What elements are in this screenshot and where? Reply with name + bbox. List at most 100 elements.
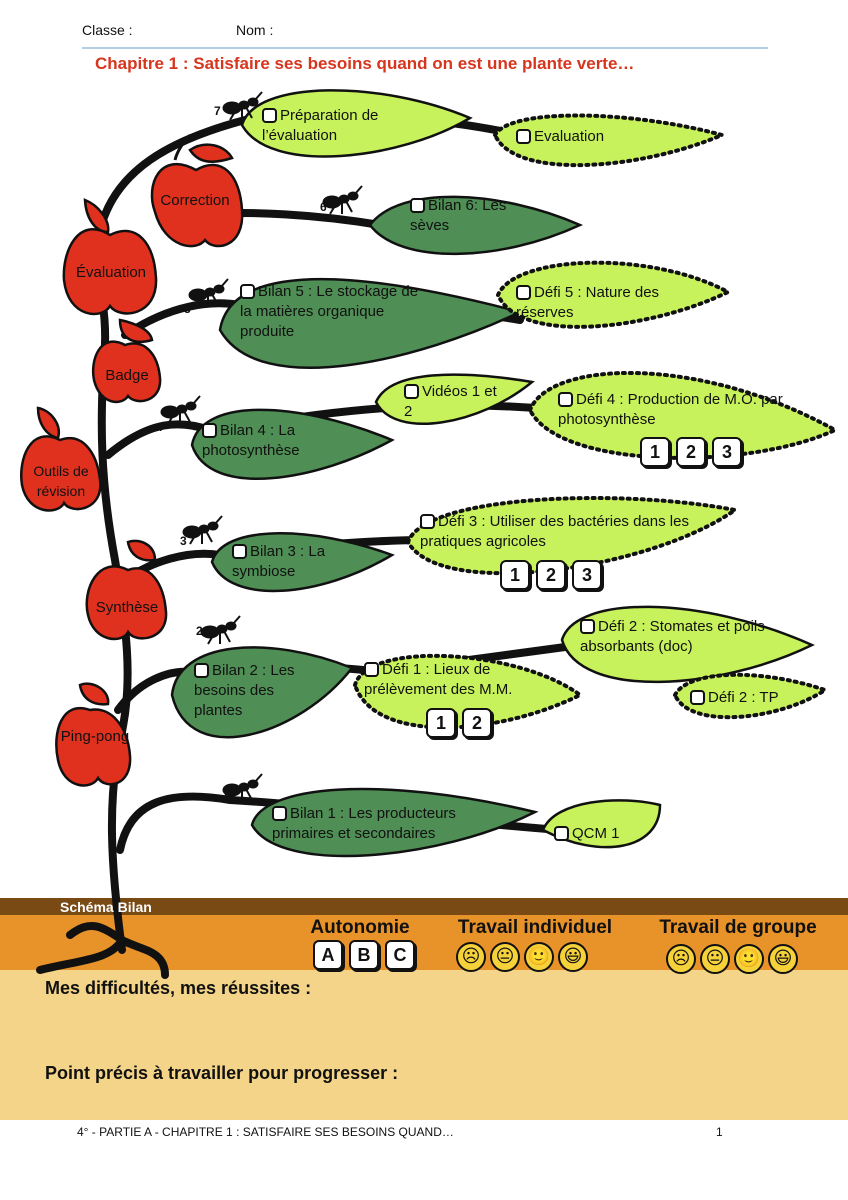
leaf-defi5: [495, 260, 733, 329]
checkbox-bilan5[interactable]: [240, 284, 255, 299]
page-title: Chapitre 1 : Satisfaire ses besoins quan…: [95, 54, 635, 73]
checkbox-videos[interactable]: [404, 384, 419, 399]
checkbox-defi5[interactable]: [516, 285, 531, 300]
leaf-label-defi5[interactable]: Défi 5 : Nature des réserves: [516, 284, 660, 321]
autonomie-c[interactable]: C: [385, 940, 415, 970]
checkbox-defi1[interactable]: [364, 662, 379, 677]
sad-face-icon[interactable]: ☹: [666, 944, 696, 974]
leaf-label-prep-eval[interactable]: Préparation de l’évaluation: [262, 107, 379, 144]
groupe-smileys: ☹😐🙂😃: [666, 944, 802, 974]
leaf-defi1: [352, 653, 584, 730]
leaf-defi2tp: [672, 672, 830, 720]
schema-bilan-label: Schéma Bilan: [60, 899, 152, 915]
apple-evaluation: [62, 198, 158, 316]
leaf-label-bilan3[interactable]: Bilan 3 : La symbiose: [232, 543, 326, 580]
leaf-bilan3: [210, 532, 395, 593]
checkbox-defi2[interactable]: [580, 619, 595, 634]
checkbox-bilan6[interactable]: [410, 198, 425, 213]
leaf-defi4: [527, 370, 840, 460]
ant-6: [322, 185, 363, 215]
root-left: [36, 936, 126, 974]
leaf-prep-eval: [240, 89, 473, 158]
defi1-level-1[interactable]: 1: [426, 708, 456, 738]
ant-4: [160, 395, 201, 425]
defi3-level-2[interactable]: 2: [536, 560, 566, 590]
leaf-label-bilan5[interactable]: Bilan 5 : Le stockage de la matières org…: [240, 283, 419, 340]
leaf-label-defi4[interactable]: Défi 4 : Production de M.O. par photosyn…: [558, 391, 783, 428]
leaf-label-defi2tp[interactable]: Défi 2 : TP: [690, 688, 800, 708]
leaf-defi2: [560, 605, 815, 684]
leaf-bilan1: [250, 787, 539, 858]
defi4-level-2[interactable]: 2: [676, 437, 706, 467]
apple-synthese: [85, 539, 168, 641]
leaf-label-evaluation[interactable]: Evaluation: [516, 127, 656, 147]
sad-face-icon[interactable]: ☹: [456, 942, 486, 972]
point-label: Point précis à travailler pour progresse…: [45, 1063, 399, 1083]
neutral-face-icon[interactable]: 😐: [700, 944, 730, 974]
checkbox-qcm1[interactable]: [554, 826, 569, 841]
autonomie-title: Autonomie: [310, 917, 410, 938]
defi1-level-2[interactable]: 2: [462, 708, 492, 738]
checkbox-evaluation[interactable]: [516, 129, 531, 144]
classe-label: Classe :: [82, 22, 133, 38]
checkbox-prep-eval[interactable]: [262, 108, 277, 123]
leaf-label-bilan6[interactable]: Bilan 6: Les sèves: [410, 197, 507, 234]
defi4-level-1[interactable]: 1: [640, 437, 670, 467]
checkbox-bilan4[interactable]: [202, 423, 217, 438]
footer-text: 4° - PARTIE A - CHAPITRE 1 : SATISFAIRE …: [77, 1125, 454, 1139]
defi4-level-3[interactable]: 3: [712, 437, 742, 467]
defi3-level-1[interactable]: 1: [500, 560, 530, 590]
leaf-label-videos[interactable]: Vidéos 1 et 2: [404, 383, 497, 420]
leaf-label-bilan1[interactable]: Bilan 1 : Les producteurs primaires et s…: [272, 805, 456, 842]
ant-number-7: 7: [214, 104, 221, 118]
root-right: [118, 936, 169, 979]
leaf-label-bilan4[interactable]: Bilan 4 : La photosynthèse: [202, 422, 300, 459]
leaf-bilan2: [170, 646, 355, 739]
autonomie-a[interactable]: A: [313, 940, 343, 970]
individuel-smileys: ☹😐🙂😃: [456, 942, 592, 972]
apple-outils: [20, 406, 102, 512]
checkbox-bilan2[interactable]: [194, 663, 209, 678]
apple-label-evaluation: Évaluation: [75, 264, 147, 281]
leaf-label-qcm1[interactable]: QCM 1: [554, 824, 644, 844]
apple-label-badge: Badge: [105, 367, 149, 384]
leaf-evaluation: [492, 113, 729, 168]
apple-badge: [91, 318, 162, 404]
checkbox-defi2tp[interactable]: [690, 690, 705, 705]
ant-1: [222, 773, 263, 803]
neutral-face-icon[interactable]: 😐: [490, 942, 520, 972]
ant-number-5: 5: [184, 302, 191, 316]
grin-face-icon[interactable]: 😃: [768, 944, 798, 974]
ant-number-1: 1: [222, 786, 229, 800]
checkbox-defi3[interactable]: [420, 514, 435, 529]
smile-face-icon[interactable]: 🙂: [734, 944, 764, 974]
smile-face-icon[interactable]: 🙂: [524, 942, 554, 972]
apple-correction: [150, 134, 244, 248]
leaf-label-defi3[interactable]: Défi 3 : Utiliser des bactéries dans les…: [420, 513, 689, 550]
apple-pingpong: [55, 682, 132, 787]
apple-label-outils: Outils de révision: [33, 463, 89, 499]
ant-number-6: 6: [320, 200, 327, 214]
individuel-title: Travail individuel: [457, 917, 613, 938]
page-number: 1: [716, 1125, 723, 1139]
apple-label-correction: Correction: [160, 192, 230, 209]
autonomie-b[interactable]: B: [349, 940, 379, 970]
leaf-label-bilan2[interactable]: Bilan 2 : Les besoins des plantes: [194, 662, 295, 719]
ant-number-2: 2: [196, 624, 203, 638]
nom-label: Nom :: [236, 22, 274, 38]
ants: [160, 91, 363, 803]
checkbox-defi4[interactable]: [558, 392, 573, 407]
checkbox-bilan1[interactable]: [272, 806, 287, 821]
grin-face-icon[interactable]: 😃: [558, 942, 588, 972]
apples: [20, 134, 244, 787]
leaf-label-defi2[interactable]: Défi 2 : Stomates et poils absorbants (d…: [580, 618, 765, 655]
notes-area: [0, 970, 848, 1120]
ant-number-3: 3: [180, 534, 187, 548]
checkbox-bilan3[interactable]: [232, 544, 247, 559]
leaf-label-defi1[interactable]: Défi 1 : Lieux de prélèvement des M.M.: [364, 661, 513, 698]
ant-number-4: 4: [156, 420, 163, 434]
apple-label-pingpong: Ping-pong: [60, 728, 130, 745]
defi3-level-3[interactable]: 3: [572, 560, 602, 590]
